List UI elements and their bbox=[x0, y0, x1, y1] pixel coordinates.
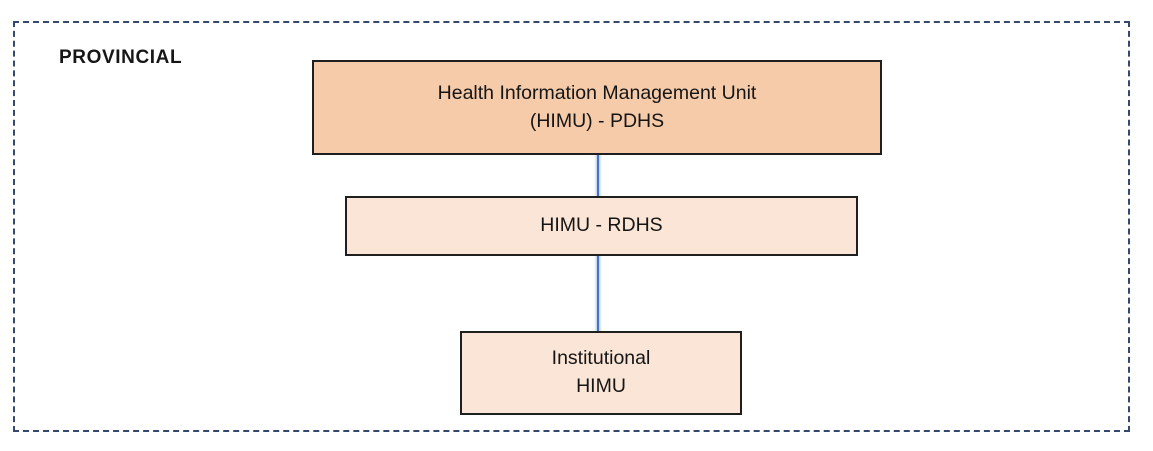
provincial-boundary-box: PROVINCIAL bbox=[13, 21, 1130, 432]
region-label: PROVINCIAL bbox=[59, 47, 183, 68]
node-himu-pdhs: Health Information Management Unit (HIMU… bbox=[312, 60, 882, 155]
node-himu-pdhs-label-line2: (HIMU) - PDHS bbox=[529, 109, 665, 132]
node-himu-rdhs: HIMU - RDHS bbox=[345, 196, 858, 256]
connector-pdhs-to-rdhs bbox=[596, 153, 599, 198]
connector-rdhs-to-institutional bbox=[596, 254, 599, 333]
node-himu-pdhs-label-line1: Health Information Management Unit bbox=[437, 81, 757, 104]
node-himu-rdhs-label: HIMU - RDHS bbox=[540, 214, 663, 237]
node-institutional-himu: Institutional HIMU bbox=[460, 331, 742, 415]
node-institutional-himu-label-line2: HIMU bbox=[576, 375, 626, 397]
node-institutional-himu-label-line1: Institutional bbox=[551, 347, 651, 370]
